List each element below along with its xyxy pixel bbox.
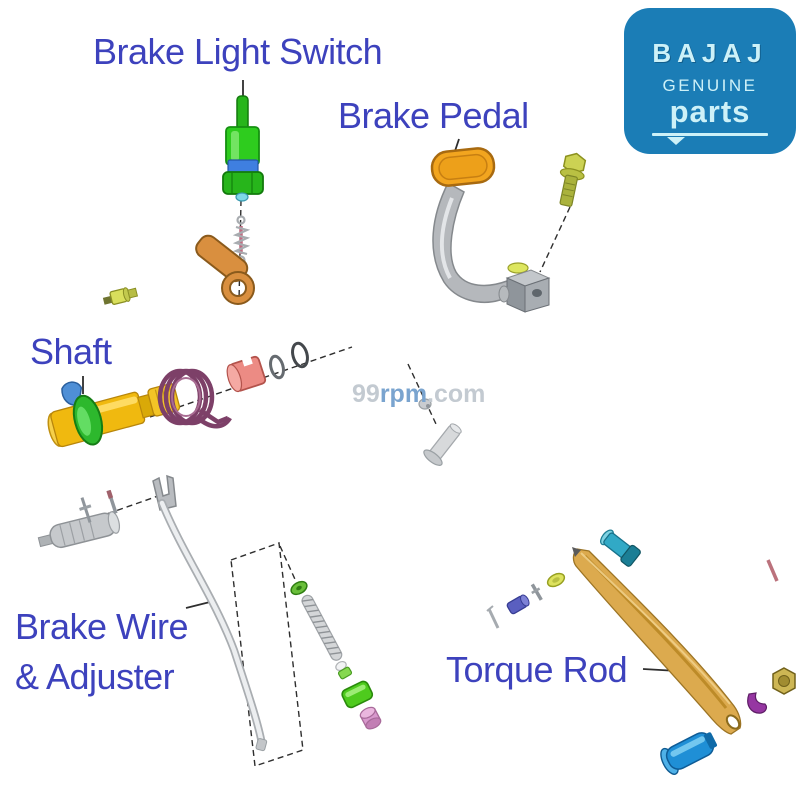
brake-wire-label-line1: Brake Wire <box>15 606 189 647</box>
torque-pin-1 <box>530 583 543 601</box>
switch-stem <box>236 95 249 131</box>
brake-light-switch-label: Brake Light Switch <box>93 31 383 72</box>
torque-rod-part <box>486 529 796 775</box>
shaft-oring <box>269 354 285 380</box>
wire-barrel <box>37 511 121 549</box>
pedal-arm <box>432 181 513 303</box>
logo-genuine-text: GENUINE <box>662 76 758 95</box>
torque-rod-body <box>572 548 742 735</box>
adjuster-spring <box>301 594 343 661</box>
switch-collar <box>222 171 264 195</box>
adjuster-sleeve <box>337 666 353 680</box>
pedal-clamp <box>498 262 551 313</box>
switch-tip <box>235 192 249 202</box>
watermark-part1: 99 <box>352 380 380 408</box>
torque-clip <box>747 692 767 714</box>
brake-pedal-label: Brake Pedal <box>338 95 529 136</box>
logo-underline <box>652 133 768 136</box>
shaft-bushing <box>226 355 267 393</box>
shaft-part <box>47 341 309 448</box>
watermark: 99rpm.com <box>352 380 485 409</box>
shaft-label: Shaft <box>30 331 112 372</box>
wire-cable-inner <box>159 500 265 747</box>
logo-down-arrow-icon <box>667 137 685 145</box>
adjuster-nut <box>359 706 382 730</box>
pedal-bolt <box>559 152 587 207</box>
wire-pin-1 <box>79 497 92 523</box>
torque-rod-label: Torque Rod <box>446 649 628 690</box>
logo-brand-text: BAJAJ <box>652 38 768 68</box>
pedal-pad <box>430 147 496 187</box>
shaft-circlip <box>291 341 309 369</box>
torque-nut <box>772 667 796 695</box>
torsion-spring <box>157 368 232 429</box>
torque-bolt-blue <box>660 732 717 775</box>
brake-wire-part <box>37 474 382 752</box>
logo-parts-text: parts <box>669 94 751 129</box>
brake-light-switch-part <box>222 95 264 202</box>
torque-pin-2 <box>486 605 500 629</box>
switch-bracket <box>195 234 256 305</box>
brake-pedal-part <box>430 147 587 313</box>
watermark-part3: .com <box>427 380 486 408</box>
bajaj-genuine-parts-logo: BAJAJ GENUINE parts <box>624 8 796 154</box>
torque-bolt-teal <box>599 529 641 567</box>
adjuster-cap <box>290 580 308 596</box>
torque-washer <box>546 572 566 588</box>
brake-wire-label-line2: & Adjuster <box>15 656 175 697</box>
clevis-pin <box>418 398 462 466</box>
wire-pin-2 <box>106 489 118 514</box>
torque-spacer <box>506 594 530 615</box>
small-bolt <box>102 287 139 305</box>
torque-pin-3 <box>766 559 779 582</box>
watermark-part2: rpm <box>379 380 428 408</box>
brake-wire-label: Brake Wire & Adjuster <box>15 602 189 702</box>
switch-body <box>225 126 260 166</box>
adjuster-barrel <box>341 680 374 709</box>
